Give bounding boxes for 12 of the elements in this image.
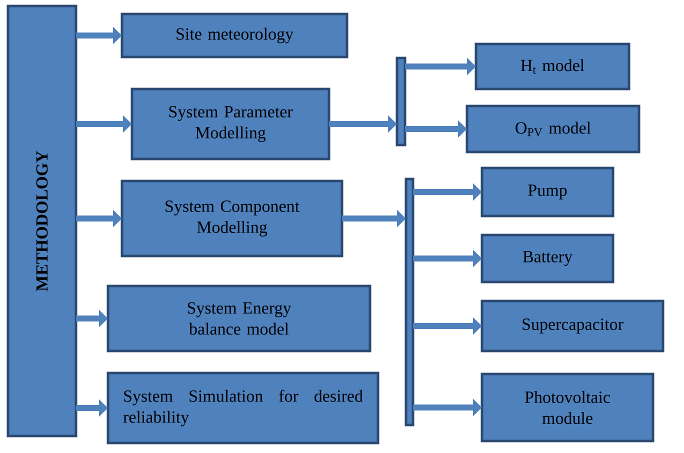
process-box: H$_{t}$ model xyxy=(474,42,630,90)
process-box: System Component Modelling xyxy=(120,180,344,258)
process-box: Battery xyxy=(480,234,614,284)
process-box: METHODOLOGY xyxy=(6,4,78,438)
process-box: Pump xyxy=(480,166,614,218)
process-box: Supercapacitor xyxy=(480,300,664,352)
process-box: System Simulation for desired reliability xyxy=(106,372,380,444)
process-box: System Parameter Modelling xyxy=(130,88,330,160)
process-box: Photovoltaic module xyxy=(480,372,654,442)
process-box: Site meteorology xyxy=(120,12,348,58)
process-box: O$_{PV}$ model xyxy=(466,104,640,154)
process-box: System Energy balance model xyxy=(106,284,372,352)
